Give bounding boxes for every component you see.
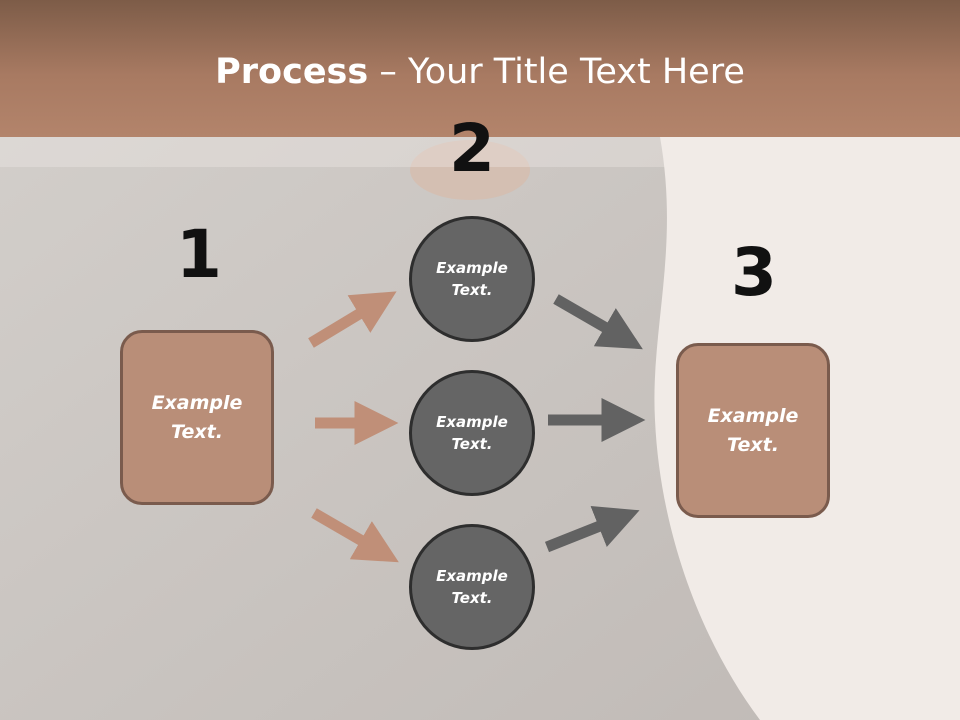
step-number-2: 2 [449,110,495,187]
arrow-box-to-circle-top [308,291,397,348]
header-strip [0,137,960,167]
circle-top-label: Example Text. [436,258,508,300]
header-band [0,0,960,137]
title-bold: Process [215,52,369,92]
circle-middle-label: Example Text. [436,412,508,454]
arrow-circle-top-to-box [553,294,643,350]
right-process-box: Example Text. [676,343,830,518]
process-circle-bottom: Example Text. [409,524,535,650]
arrow-box-to-circle-bottom [311,508,399,563]
process-circle-middle: Example Text. [409,370,535,496]
step-number-1: 1 [176,216,222,293]
step-number-3: 3 [731,234,777,311]
circle-bottom-label: Example Text. [436,566,508,608]
left-box-label: Example Text. [151,392,243,443]
slide-title: Process – Your Title Text Here [0,52,960,92]
title-rest: – Your Title Text Here [368,52,745,92]
left-process-box: Example Text. [120,330,274,505]
right-box-label: Example Text. [707,405,799,456]
process-circle-top: Example Text. [409,216,535,342]
arrow-circle-bottom-to-box [544,506,640,553]
